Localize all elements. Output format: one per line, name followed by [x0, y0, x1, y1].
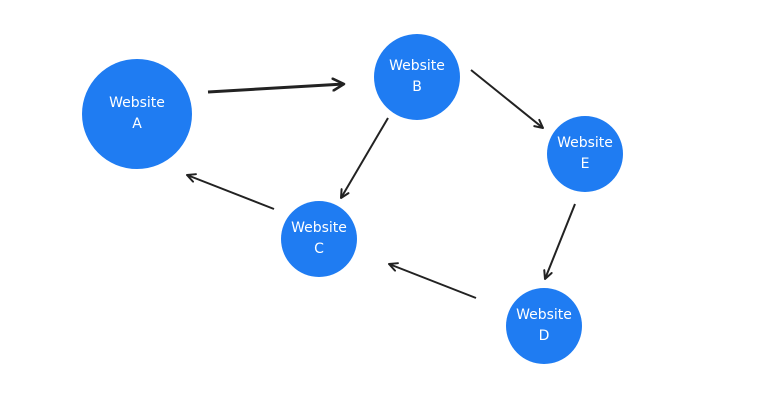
website-e-node: Website E — [547, 116, 623, 192]
node-e-letter: E — [580, 156, 590, 172]
node-e-name: Website — [557, 135, 613, 151]
node-d-letter: D — [538, 328, 550, 344]
node-d-name: Website — [516, 307, 572, 323]
edge-b-to-e — [470, 69, 544, 129]
edge-e-to-d — [543, 203, 576, 280]
node-a-name: Website — [109, 95, 165, 111]
website-a-node: Website A — [82, 59, 192, 169]
edge-d-to-c — [388, 262, 477, 299]
website-b-node: Website B — [374, 34, 460, 120]
website-d-node: Website D — [506, 288, 582, 364]
node-a-letter: A — [132, 116, 142, 132]
node-b-name: Website — [389, 58, 445, 74]
edge-b-to-c — [340, 117, 389, 199]
website-c-node: Website C — [281, 201, 357, 277]
edge-a-to-b — [207, 84, 344, 94]
edge-c-to-a — [186, 173, 275, 210]
node-b-letter: B — [412, 79, 422, 95]
node-c-name: Website — [291, 220, 347, 236]
node-c-letter: C — [314, 241, 324, 257]
